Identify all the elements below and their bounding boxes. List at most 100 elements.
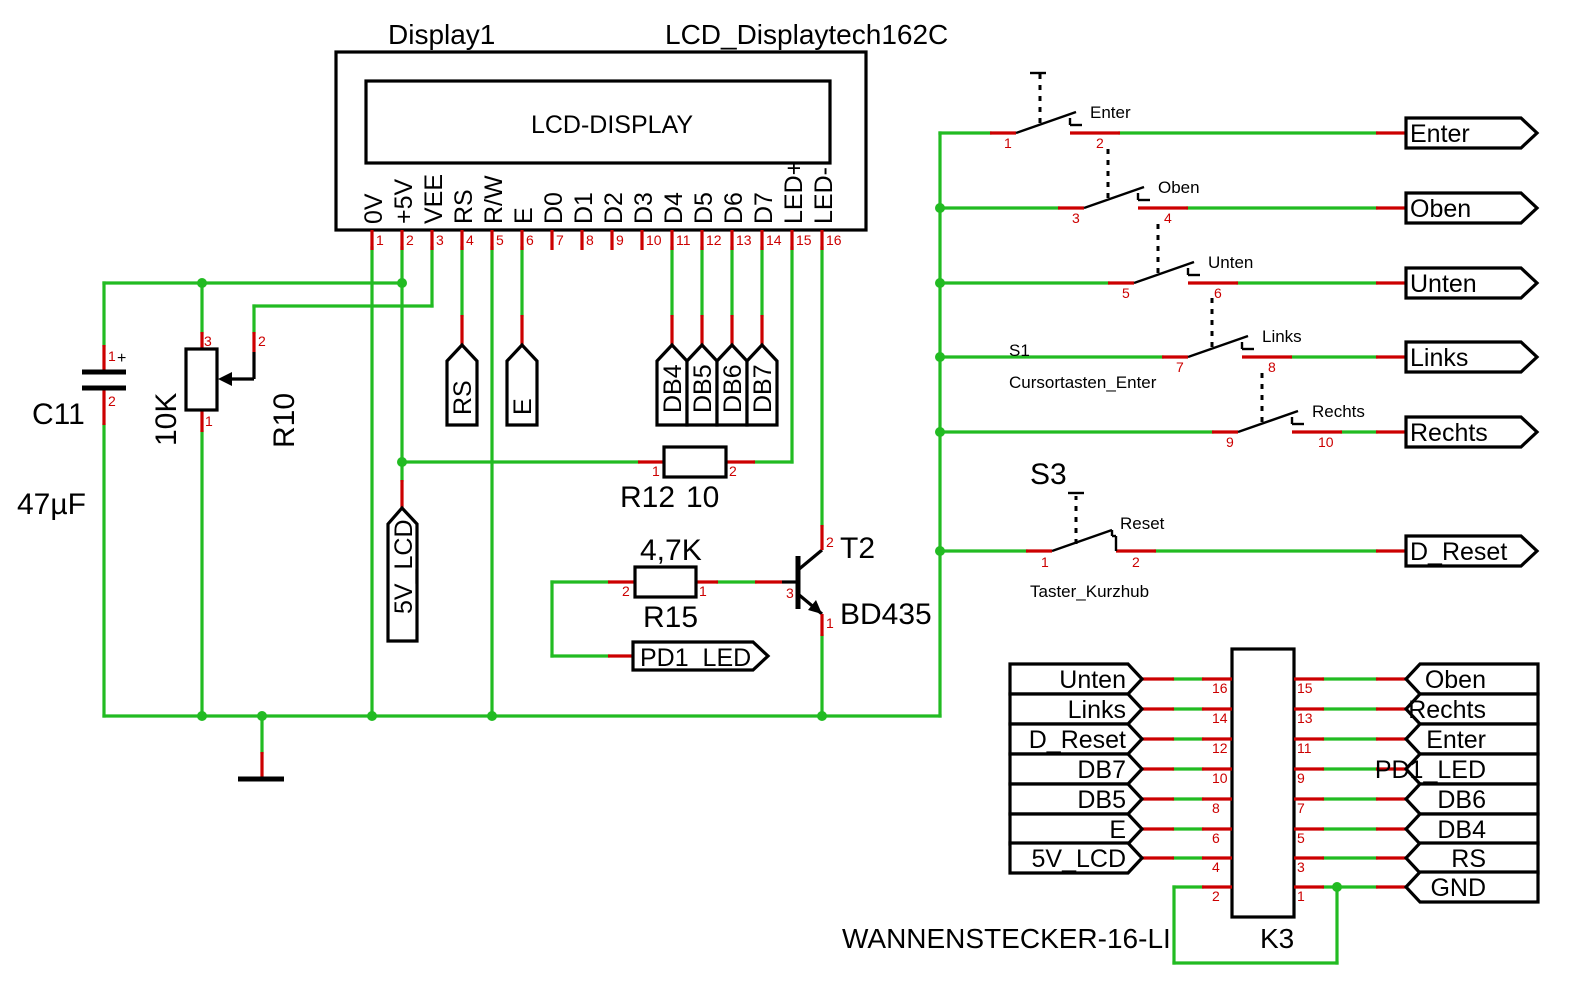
svg-text:10: 10 bbox=[1318, 434, 1334, 450]
lcd-pin-number: 10 bbox=[646, 232, 662, 248]
svg-text:Oben: Oben bbox=[1410, 195, 1471, 223]
r10-name: R10 bbox=[268, 393, 301, 448]
svg-text:DB6: DB6 bbox=[719, 364, 747, 413]
lcd-pin-label: LED- bbox=[810, 167, 838, 224]
r15-name: R15 bbox=[643, 601, 698, 634]
lcd-pin-2: 2+5V bbox=[390, 178, 418, 250]
s1-type: Cursortasten_Enter bbox=[1009, 373, 1157, 392]
svg-text:3: 3 bbox=[1072, 210, 1080, 226]
lcd-pin-number: 13 bbox=[736, 232, 752, 248]
output-label-unten: Unten bbox=[1376, 266, 1540, 300]
r10-pin-1: 1 bbox=[205, 413, 213, 429]
net-label-pd1-led: PD1_LED bbox=[608, 640, 771, 672]
capacitor-c11: 1 + 2 C11 47µF bbox=[17, 345, 126, 521]
svg-text:Enter: Enter bbox=[1410, 120, 1470, 148]
k3-pin-7: 7 DB6 bbox=[1294, 782, 1540, 816]
svg-text:Links: Links bbox=[1410, 344, 1468, 372]
svg-text:Unten: Unten bbox=[1059, 666, 1126, 694]
lcd-pin-number: 1 bbox=[376, 232, 384, 248]
lcd-pin-number: 6 bbox=[526, 232, 534, 248]
t2-pin-3: 3 bbox=[786, 585, 794, 601]
k3-pin-13: 13 Rechts bbox=[1294, 692, 1540, 726]
lcd-screen-label: LCD-DISPLAY bbox=[531, 111, 693, 139]
svg-text:RS: RS bbox=[1451, 845, 1486, 873]
svg-text:6: 6 bbox=[1214, 285, 1222, 301]
svg-text:11: 11 bbox=[1297, 740, 1312, 756]
r10-value: 10K bbox=[150, 393, 183, 446]
net-label-5v-lcd: 5V_LCD bbox=[386, 480, 419, 643]
svg-text:5: 5 bbox=[1297, 830, 1305, 846]
svg-text:9: 9 bbox=[1297, 770, 1305, 786]
lcd-pin-label: +5V bbox=[390, 178, 418, 224]
svg-text:PD1_LED: PD1_LED bbox=[1375, 756, 1486, 784]
svg-text:Rechts: Rechts bbox=[1408, 696, 1486, 724]
svg-text:Oben: Oben bbox=[1425, 666, 1486, 694]
svg-text:7: 7 bbox=[1297, 800, 1305, 816]
svg-text:8: 8 bbox=[1268, 359, 1276, 375]
lcd-pin-label: 0V bbox=[360, 193, 388, 224]
lcd-pin-number: 3 bbox=[436, 232, 444, 248]
c11-plus-sign: + bbox=[117, 350, 126, 367]
net-label-rs: RS bbox=[445, 315, 479, 427]
lcd-pin-label: D3 bbox=[630, 192, 658, 224]
c11-name: C11 bbox=[32, 398, 85, 431]
k3-pin-9: 9 PD1_LED bbox=[1294, 752, 1540, 786]
lcd-pin-number: 14 bbox=[766, 232, 782, 248]
svg-text:Enter: Enter bbox=[1426, 726, 1486, 754]
t2-name: T2 bbox=[840, 532, 875, 565]
svg-text:DB6: DB6 bbox=[1437, 786, 1486, 814]
lcd-pin-label: D4 bbox=[660, 192, 688, 224]
svg-text:5V_LCD: 5V_LCD bbox=[1032, 845, 1127, 873]
lcd-pin-number: 4 bbox=[466, 232, 474, 248]
lcd-pin-11: 11 D4 bbox=[660, 192, 691, 250]
svg-text:RS: RS bbox=[449, 380, 477, 415]
svg-text:4: 4 bbox=[1164, 210, 1172, 226]
lcd-pin-number: 11 bbox=[676, 232, 691, 248]
svg-text:2: 2 bbox=[1212, 888, 1220, 904]
lcd-pin-4: 4 RS bbox=[450, 189, 478, 250]
svg-text:PD1_LED: PD1_LED bbox=[640, 644, 751, 672]
k3-pin-2: 2 bbox=[1202, 885, 1232, 904]
svg-text:Unten: Unten bbox=[1410, 270, 1477, 298]
lcd-pins: 10V2+5V3VEE4RS5R/W6E7D08D19D210D311D412D… bbox=[360, 161, 842, 250]
k3-type: WANNENSTECKER-16-LI bbox=[842, 923, 1171, 954]
lcd-pin-label: E bbox=[510, 207, 538, 224]
lcd-pin-label: RS bbox=[450, 189, 478, 224]
svg-text:1: 1 bbox=[1004, 135, 1012, 151]
svg-text:DB7: DB7 bbox=[1077, 756, 1126, 784]
lcd-pin-label: D1 bbox=[570, 192, 598, 224]
svg-text:9: 9 bbox=[1226, 434, 1234, 450]
t2-pin-2: 2 bbox=[826, 534, 834, 550]
output-label-links: Links bbox=[1376, 340, 1540, 374]
svg-text:6: 6 bbox=[1212, 830, 1220, 846]
r15-value: 4,7K bbox=[640, 534, 702, 567]
svg-text:5V_LCD: 5V_LCD bbox=[390, 520, 418, 615]
lcd-pin-number: 8 bbox=[586, 232, 594, 248]
lcd-pin-8: 8 D1 bbox=[570, 192, 598, 250]
svg-text:Rechts: Rechts bbox=[1312, 402, 1365, 421]
r10-pin-3: 3 bbox=[204, 333, 212, 349]
svg-text:14: 14 bbox=[1212, 710, 1228, 726]
lcd-pin-label: D5 bbox=[690, 192, 718, 224]
svg-text:13: 13 bbox=[1297, 710, 1313, 726]
svg-text:D_Reset: D_Reset bbox=[1410, 538, 1507, 566]
net-label-db4: DB4 bbox=[655, 315, 689, 427]
lcd-pin-number: 16 bbox=[826, 232, 842, 248]
svg-text:2: 2 bbox=[1096, 135, 1104, 151]
lcd-pin-number: 12 bbox=[706, 232, 722, 248]
r15-pin-2: 2 bbox=[622, 583, 630, 599]
lcd-pin-label: D2 bbox=[600, 192, 628, 224]
